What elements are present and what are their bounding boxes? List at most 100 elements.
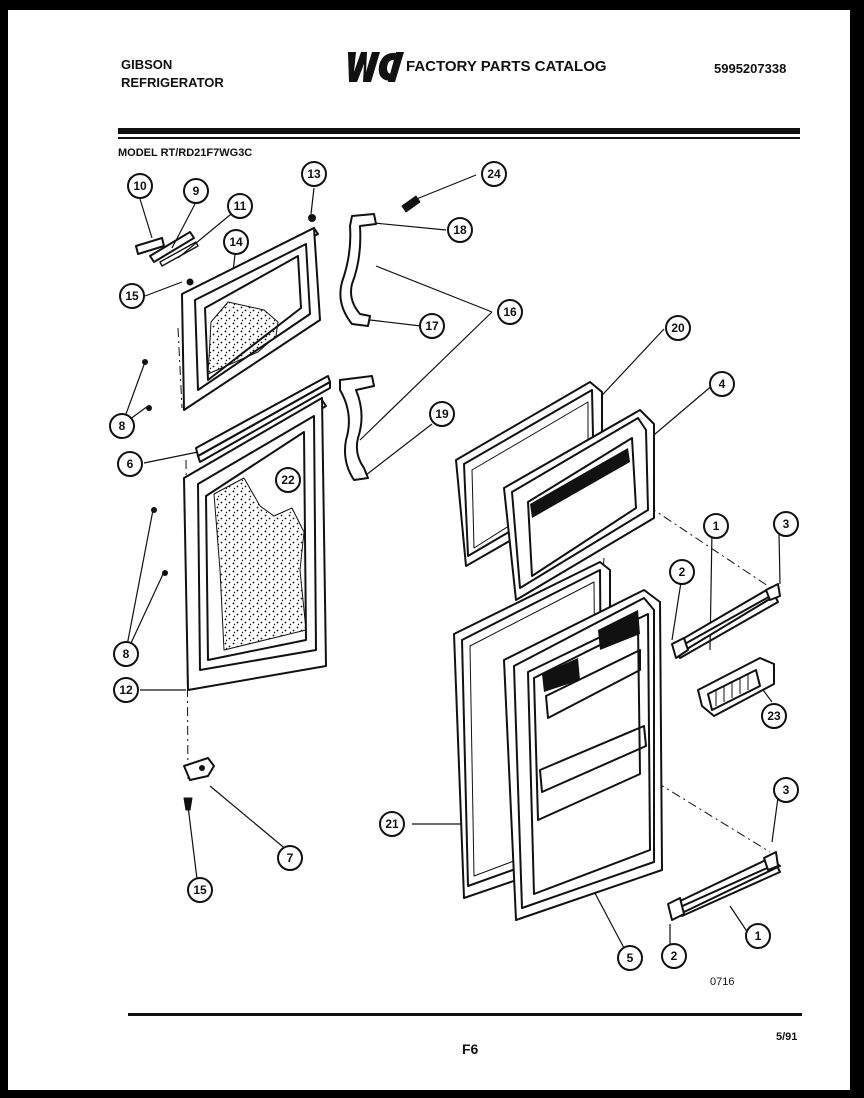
callout-9: 9 (183, 178, 209, 204)
callout-label: 15 (193, 883, 207, 897)
callout-circle (447, 217, 473, 243)
callout-circle (187, 877, 213, 903)
callout-label: 1 (755, 929, 762, 943)
footer-rule (128, 1013, 802, 1016)
callout-10: 10 (127, 173, 153, 199)
callout-circle (497, 299, 523, 325)
callout-label: 23 (767, 709, 781, 723)
callout-circle (301, 161, 327, 187)
callout-circle (429, 401, 455, 427)
callout-circle (617, 945, 643, 971)
callout-label: 5 (627, 951, 634, 965)
callout-circle (223, 229, 249, 255)
callout-label: 21 (385, 817, 399, 831)
callout-23: 23 (761, 703, 787, 729)
callout-17: 17 (419, 313, 445, 339)
callout-label: 19 (435, 407, 449, 421)
callout-label: 1 (713, 519, 720, 533)
callout-circle (761, 703, 787, 729)
callout-label: 17 (425, 319, 439, 333)
header-rule-thick (118, 128, 800, 134)
callout-label: 20 (671, 321, 685, 335)
callout-label: 2 (671, 949, 678, 963)
callout-13: 13 (301, 161, 327, 187)
callout-circle (183, 178, 209, 204)
callout-11: 11 (227, 193, 253, 219)
callout-20: 20 (665, 315, 691, 341)
product-type: REFRIGERATOR (121, 75, 224, 90)
callout-8: 8 (109, 413, 135, 439)
callout-circle (117, 451, 143, 477)
callout-label: 24 (487, 167, 501, 181)
callout-5: 5 (617, 945, 643, 971)
callout-label: 3 (783, 783, 790, 797)
callout-circle (113, 641, 139, 667)
model-number: MODEL RT/RD21F7WG3C (118, 147, 253, 159)
callout-3: 3 (773, 511, 799, 537)
callout-label: 22 (281, 473, 295, 487)
callout-label: 11 (234, 199, 247, 213)
callout-12: 12 (113, 677, 139, 703)
callout-label: 16 (503, 305, 517, 319)
callout-18: 18 (447, 217, 473, 243)
callout-label: 9 (193, 184, 200, 198)
callout-circle (703, 513, 729, 539)
callout-6: 6 (117, 451, 143, 477)
callout-24: 24 (481, 161, 507, 187)
callout-2: 2 (661, 943, 687, 969)
callout-label: 8 (123, 647, 130, 661)
callout-circle (773, 511, 799, 537)
callout-1: 1 (703, 513, 729, 539)
catalog-title: FACTORY PARTS CATALOG (406, 58, 607, 75)
callout-label: 6 (127, 457, 134, 471)
callout-circle (113, 677, 139, 703)
callout-label: 4 (719, 377, 726, 391)
callout-circle (127, 173, 153, 199)
callout-circle (481, 161, 507, 187)
callout-circle (277, 845, 303, 871)
drawing-code: 0716 (710, 976, 735, 988)
callout-label: 13 (307, 167, 321, 181)
callout-circle (745, 923, 771, 949)
callout-label: 8 (119, 419, 126, 433)
callout-circle (661, 943, 687, 969)
callout-14: 14 (223, 229, 249, 255)
callout-15: 15 (187, 877, 213, 903)
callout-label: 12 (119, 683, 133, 697)
catalog-page: GIBSON REFRIGERATOR FACTORY PARTS CATALO… (8, 10, 850, 1090)
catalog-number: 5995207338 (714, 61, 787, 76)
callout-circle (379, 811, 405, 837)
header-rule-thin (118, 137, 800, 139)
callout-4: 4 (709, 371, 735, 397)
callout-16: 16 (497, 299, 523, 325)
callout-3: 3 (773, 777, 799, 803)
callout-circle (773, 777, 799, 803)
callout-21: 21 (379, 811, 405, 837)
callout-1: 1 (745, 923, 771, 949)
callout-label: 2 (679, 565, 686, 579)
callout-7: 7 (277, 845, 303, 871)
callout-circle (709, 371, 735, 397)
revision-date: 5/91 (776, 1031, 798, 1043)
exploded-parts-diagram (121, 174, 781, 953)
callout-8: 8 (113, 641, 139, 667)
callout-label: 10 (133, 179, 147, 193)
brand-name: GIBSON (121, 57, 173, 72)
callout-circle (275, 467, 301, 493)
callout-circle (109, 413, 135, 439)
callout-circle (665, 315, 691, 341)
callout-2: 2 (669, 559, 695, 585)
callout-circle (227, 193, 253, 219)
callout-label: 3 (783, 517, 790, 531)
callout-circle (119, 283, 145, 309)
callout-label: 7 (287, 851, 294, 865)
callout-circle (669, 559, 695, 585)
callout-22: 22 (275, 467, 301, 493)
callout-15: 15 (119, 283, 145, 309)
page-number: F6 (462, 1041, 479, 1057)
callout-19: 19 (429, 401, 455, 427)
callout-label: 18 (453, 223, 467, 237)
callout-label: 14 (229, 235, 243, 249)
wci-logo (348, 52, 404, 82)
